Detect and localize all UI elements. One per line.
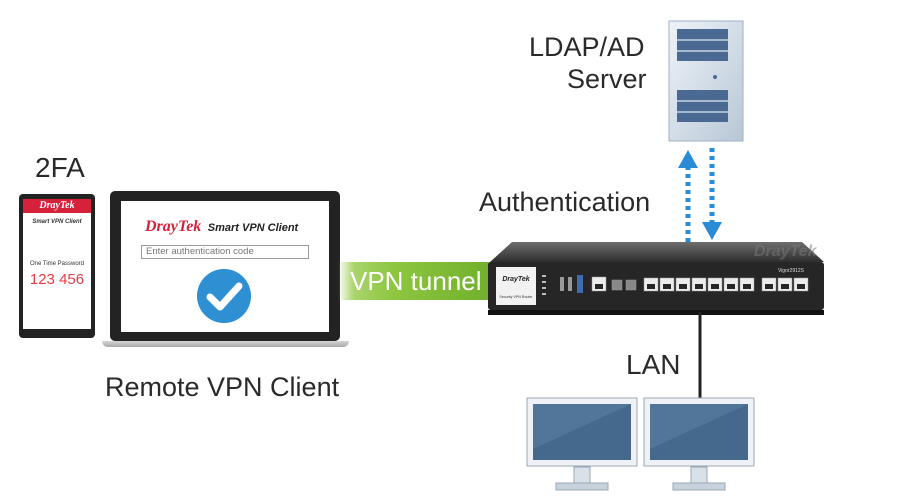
phone-brand-bar: [23, 199, 91, 213]
arrow-down-head: [702, 222, 722, 240]
vpn-tunnel-label: VPN tunnel: [350, 266, 482, 296]
laptop-brand-tek: Tek: [177, 218, 202, 235]
laptop-base: [102, 341, 349, 347]
arrow-up-head: [678, 150, 698, 168]
phone-app-title: Smart VPN Client: [32, 219, 82, 225]
laptop-brand-dray: Dray: [145, 218, 178, 235]
auth-code-input[interactable]: Enter authentication code: [141, 245, 309, 259]
twofa-label: 2FA: [35, 152, 85, 183]
authentication-arrows: [678, 148, 722, 242]
router-model: Vigor2912S: [778, 268, 805, 274]
phone-otp-code: 123 456: [29, 271, 85, 288]
lan-label: LAN: [626, 349, 681, 380]
laptop: DrayTek Smart VPN Client Enter authentic…: [102, 191, 349, 353]
router-brand: DrayTek: [502, 276, 530, 283]
phone-screen: DrayTek Smart VPN Client One Time Passwo…: [23, 199, 91, 329]
router-device: DrayTek DrayTek Security VPN Router Vigo…: [488, 242, 824, 315]
ldap-server-icon: [668, 20, 744, 142]
remote-client-label: Remote VPN Client: [105, 372, 340, 402]
lan-cable: [698, 312, 702, 405]
lan-pc-1-monitor-icon: [526, 397, 638, 491]
ldap-label-line1: LDAP/AD: [529, 32, 645, 62]
authentication-label: Authentication: [479, 187, 651, 217]
phone: DrayTek Smart VPN Client One Time Passwo…: [19, 194, 95, 338]
phone-otp-label: One Time Password: [29, 261, 85, 267]
checkmark-icon: [197, 269, 251, 323]
laptop-app-title: Smart VPN Client: [207, 222, 299, 234]
laptop-screen: DrayTek Smart VPN Client Enter authentic…: [121, 201, 329, 332]
router-subtitle: Security VPN Router: [499, 295, 533, 299]
svg-text:DrayTek: DrayTek: [754, 243, 818, 260]
laptop-brand: DrayTek Smart VPN Client: [145, 218, 298, 236]
lan-pc-2-monitor-icon: [643, 397, 755, 491]
phone-brand: DrayTek: [39, 200, 75, 211]
ldap-label-line2: Server: [567, 64, 647, 94]
vpn-tunnel-bar: [338, 262, 498, 300]
